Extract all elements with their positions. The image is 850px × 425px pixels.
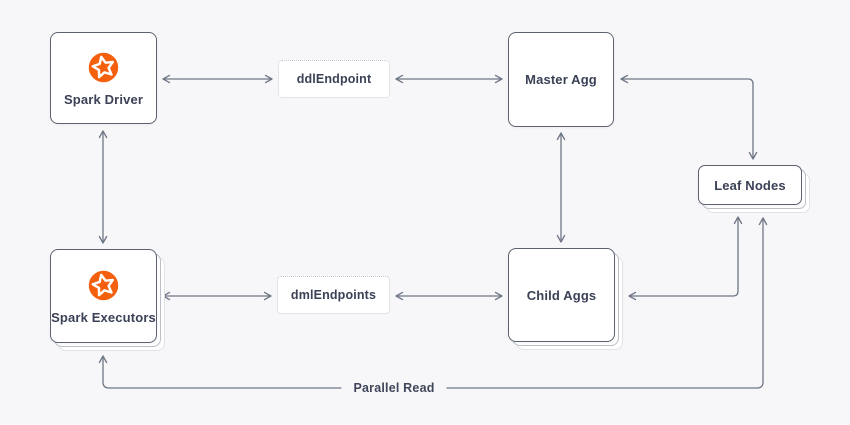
arrow-parallel-read-leaf-nodes-spark-executors: [98, 217, 768, 389]
node-label: Master Agg: [525, 72, 597, 87]
node-spark-executors-card: Spark Executors: [50, 249, 157, 343]
parallel-read-edge-label: Parallel Read: [341, 381, 447, 395]
node-spark-executors: Spark Executors: [50, 249, 165, 351]
node-label: Child Aggs: [526, 287, 597, 303]
node-label: Leaf Nodes: [714, 177, 786, 193]
node-label: ddlEndpoint: [296, 72, 372, 86]
node-dml-endpoints: dmlEndpoints: [277, 276, 390, 314]
node-leaf-nodes: Leaf Nodes: [698, 165, 810, 213]
node-child-aggs: Child Aggs: [508, 248, 623, 350]
node-label: Spark Driver: [63, 91, 144, 107]
node-master-agg: Master Agg: [508, 32, 614, 127]
arrow-child-aggs-leaf-nodes: [628, 216, 743, 301]
node-label: Spark Executors: [51, 309, 156, 325]
spark-star-icon: [88, 270, 119, 300]
spark-star-icon: [88, 52, 119, 82]
node-spark-driver: Spark Driver: [50, 32, 157, 124]
node-child-aggs-card: Child Aggs: [508, 248, 615, 342]
arrow-master-agg-leaf-nodes: [620, 74, 758, 160]
node-leaf-nodes-card: Leaf Nodes: [698, 165, 802, 205]
node-label: dmlEndpoints: [290, 288, 377, 302]
node-ddl-endpoint: ddlEndpoint: [278, 60, 390, 98]
